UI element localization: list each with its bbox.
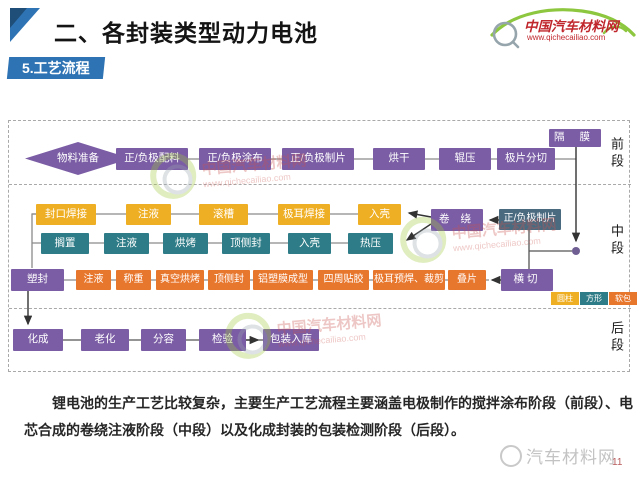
separator-node: 隔 膜 <box>549 129 601 147</box>
section-divider-mid-back <box>9 308 631 309</box>
process-flow-panel: 前段 中段 后段 物料准备 正/负极配料 正/负极涂布 正/负极制片 烘干 辊压… <box>8 120 637 372</box>
winding-node: 卷 绕 <box>431 209 483 231</box>
back-node-formation: 化成 <box>13 329 63 351</box>
back-node-grading: 分容 <box>141 329 186 351</box>
cyl-node-groove: 滚槽 <box>199 204 248 225</box>
section-badge-label: 5.工艺流程 <box>22 60 90 76</box>
front-node-mixing: 正/负极配料 <box>116 148 188 170</box>
front-node-coating: 正/负极涂布 <box>199 148 271 170</box>
pris-node-resting: 搁置 <box>41 233 89 254</box>
pris-node-inject: 注液 <box>104 233 149 254</box>
pouch-node-top-seal: 顶侧封 <box>208 270 250 290</box>
pris-node-top-seal: 顶侧封 <box>222 233 270 254</box>
brand-logo: 中国汽车材料网 www.qichecailiao.com <box>486 5 638 51</box>
legend-pouch: 软包 <box>609 292 637 305</box>
footer-logo-text: 汽车材料网 <box>526 448 616 467</box>
back-node-packing: 包装入库 <box>263 329 319 351</box>
cyl-node-tab-weld: 极耳焊接 <box>278 204 330 225</box>
pouch-node-stacking: 叠片 <box>448 270 486 290</box>
page-title: 二、各封装类型动力电池 <box>54 20 318 46</box>
pouch-node-film-forming: 铝塑膜成型 <box>253 270 313 290</box>
front-node-slitting: 极片分切 <box>497 148 555 170</box>
cyl-node-inject: 注液 <box>126 204 171 225</box>
summary-paragraph: 锂电池的生产工艺比较复杂，主要生产工艺流程主要涵盖电极制作的搅拌涂布阶段（前段）… <box>24 395 633 438</box>
footer-logo-icon <box>500 444 522 467</box>
page-number: 11 <box>612 457 623 468</box>
legend: 圆柱 方形 软包 <box>551 292 637 305</box>
front-node-sheeting: 正/负极制片 <box>282 148 354 170</box>
section-divider-front-mid <box>9 184 631 185</box>
title-triangle-shadow <box>10 8 27 28</box>
section-label-mid: 中段 <box>609 224 624 258</box>
front-node-rolling: 辊压 <box>439 148 491 170</box>
pouch-node-vacuum-bake: 真空烘烤 <box>156 270 204 290</box>
pouch-node-weighing: 称重 <box>116 270 151 290</box>
cyl-node-casing: 入壳 <box>358 204 401 225</box>
pouch-node-tab-preweld-cut: 极耳预焊、裁剪 <box>373 270 445 290</box>
cyl-node-seal-weld: 封口焊接 <box>36 204 96 225</box>
legend-cylinder: 圆柱 <box>551 292 579 305</box>
front-node-drying: 烘干 <box>373 148 425 170</box>
pris-node-hot-press: 热压 <box>348 233 393 254</box>
brand-name: 中国汽车材料网 <box>524 19 619 34</box>
brand-url: www.qichecailiao.com <box>527 33 606 42</box>
crosscut-node: 横切 <box>501 269 553 291</box>
pouch-node-taping: 四周贴胶 <box>318 270 369 290</box>
section-label-back: 后段 <box>609 321 624 355</box>
back-node-aging: 老化 <box>81 329 129 351</box>
pouch-node-inject: 注液 <box>76 270 111 290</box>
car-swoosh-icon <box>490 8 636 49</box>
legend-prismatic: 方形 <box>580 292 608 305</box>
section-label-front: 前段 <box>609 137 624 171</box>
pouch-seal-node: 塑封 <box>11 269 64 291</box>
pris-node-baking: 烘烤 <box>163 233 208 254</box>
footer-logo: 汽车材料网 <box>500 443 616 468</box>
pris-node-casing: 入壳 <box>288 233 331 254</box>
electrode-sheet-node: 正/负极制片 <box>499 209 561 230</box>
back-node-inspection: 检验 <box>199 329 246 351</box>
section-badge: 5.工艺流程 <box>6 57 106 79</box>
